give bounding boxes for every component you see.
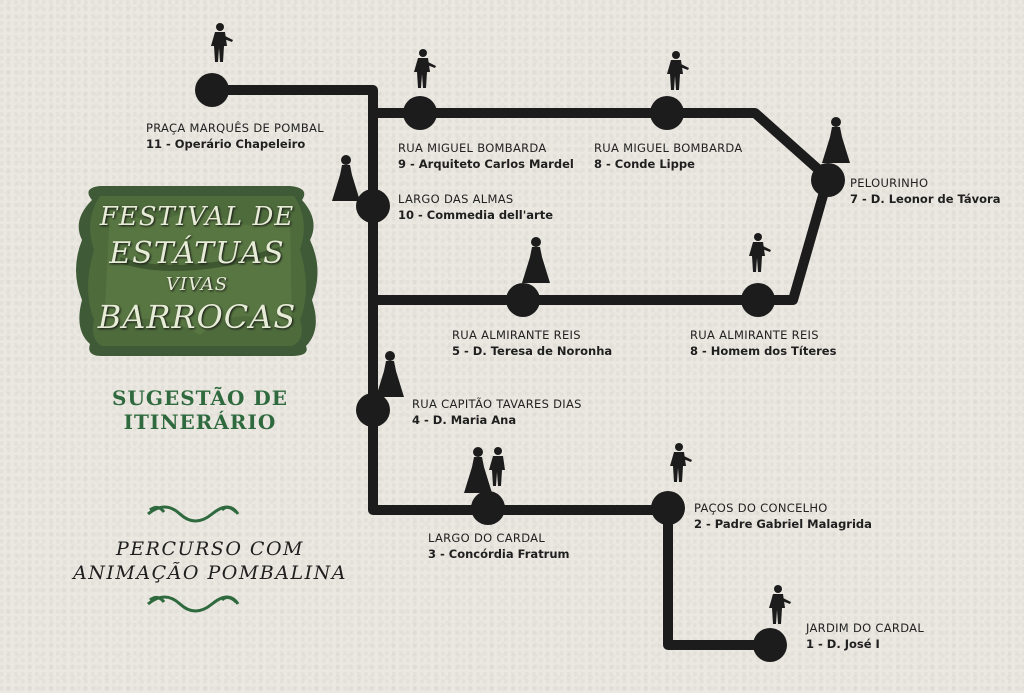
stop-street: PAÇOS DO CONCELHO (694, 501, 828, 515)
logo-line-3: VIVAS (165, 274, 229, 295)
stop-statue: 7 - D. Leonor de Távora (850, 192, 1001, 206)
festival-logo-plaque (76, 186, 318, 356)
stop-statue: 2 - Padre Gabriel Malagrida (694, 517, 872, 531)
stop-marker-9[interactable] (403, 96, 437, 130)
festival-logo: FESTIVAL DE ESTÁTUAS VIVAS BARROCAS (72, 186, 322, 361)
stop-statue: 4 - D. Maria Ana (412, 413, 517, 427)
ornament-top (147, 505, 240, 523)
stop-marker-1[interactable] (753, 628, 787, 662)
ornament-bottom (147, 595, 240, 613)
stop-street: RUA MIGUEL BOMBARDA (398, 141, 547, 155)
stop-street: RUA CAPITÃO TAVARES DIAS (412, 397, 582, 411)
stop-street: LARGO DO CARDAL (428, 531, 546, 545)
stop-label-1: JARDIM DO CARDAL 1 - D. José I (806, 620, 924, 652)
route-segment-pombal (207, 85, 775, 650)
route-note-line-1: PERCURSO COM (115, 538, 305, 560)
statue-icon (211, 23, 233, 62)
stop-statue: 1 - D. José I (806, 637, 880, 651)
statue-icon (414, 49, 436, 88)
stop-street: RUA ALMIRANTE REIS (690, 328, 819, 342)
stop-label-5: RUA ALMIRANTE REIS 5 - D. Teresa de Noro… (452, 327, 612, 359)
stop-street: RUA MIGUEL BOMBARDA (594, 141, 743, 155)
logo-line-2: ESTÁTUAS (109, 236, 285, 271)
statue-icon (489, 447, 505, 486)
stop-marker-11[interactable] (195, 73, 229, 107)
stop-label-8-almirante: RUA ALMIRANTE REIS 8 - Homem dos Títeres (690, 327, 836, 359)
stop-statue: 11 - Operário Chapeleiro (146, 137, 306, 151)
statue-icon (822, 117, 850, 163)
stop-marker-5[interactable] (506, 283, 540, 317)
stop-statue: 8 - Conde Lippe (594, 157, 695, 171)
stop-marker-2[interactable] (651, 491, 685, 525)
subtitle-line-2: ITINERÁRIO (123, 410, 277, 434)
logo-line-4: BARROCAS (97, 298, 297, 336)
stop-marker-8-bombarda[interactable] (650, 96, 684, 130)
stop-label-8-bombarda: RUA MIGUEL BOMBARDA 8 - Conde Lippe (594, 140, 743, 172)
stop-label-7: PELOURINHO 7 - D. Leonor de Távora (850, 175, 1000, 207)
statue-icon (667, 51, 689, 90)
stop-street: RUA ALMIRANTE REIS (452, 328, 581, 342)
stop-label-2: PAÇOS DO CONCELHO 2 - Padre Gabriel Mala… (694, 500, 872, 532)
stop-marker-10[interactable] (356, 189, 390, 223)
statue-silhouettes (211, 23, 850, 624)
stop-statue: 5 - D. Teresa de Noronha (452, 344, 613, 358)
stop-markers (195, 73, 845, 662)
stop-marker-4[interactable] (356, 393, 390, 427)
stop-label-10: LARGO DAS ALMAS 10 - Commedia dell'arte (398, 191, 553, 223)
stop-label-4: RUA CAPITÃO TAVARES DIAS 4 - D. Maria An… (412, 396, 582, 428)
stop-label-3: LARGO DO CARDAL 3 - Concórdia Fratrum (428, 530, 570, 562)
stop-statue: 8 - Homem dos Títeres (690, 344, 837, 358)
statue-icon (332, 155, 360, 201)
statue-icon (749, 233, 771, 272)
statue-icon (670, 443, 692, 482)
stop-marker-8-almirante[interactable] (741, 283, 775, 317)
route-note-line-2: ANIMAÇÃO POMBALINA (73, 562, 347, 584)
statue-icon (769, 585, 791, 624)
stop-street: PELOURINHO (850, 176, 929, 190)
stop-statue: 10 - Commedia dell'arte (398, 208, 553, 222)
stop-label-11: PRAÇA MARQUÊS DE POMBAL 11 - Operário Ch… (146, 120, 324, 152)
stop-statue: 3 - Concórdia Fratrum (428, 547, 570, 561)
statue-icon (464, 447, 492, 493)
stop-marker-7[interactable] (811, 163, 845, 197)
statue-icon (522, 237, 550, 283)
logo-line-1: FESTIVAL DE (99, 202, 295, 232)
stop-street: PRAÇA MARQUÊS DE POMBAL (146, 121, 324, 135)
stop-statue: 9 - Arquiteto Carlos Mardel (398, 157, 574, 171)
stop-marker-3[interactable] (471, 491, 505, 525)
stop-street: JARDIM DO CARDAL (806, 621, 925, 635)
subtitle-line-1: SUGESTÃO DE (112, 386, 288, 410)
stop-street: LARGO DAS ALMAS (398, 192, 514, 206)
statue-icon (376, 351, 404, 397)
stop-label-9: RUA MIGUEL BOMBARDA 9 - Arquiteto Carlos… (398, 140, 574, 172)
